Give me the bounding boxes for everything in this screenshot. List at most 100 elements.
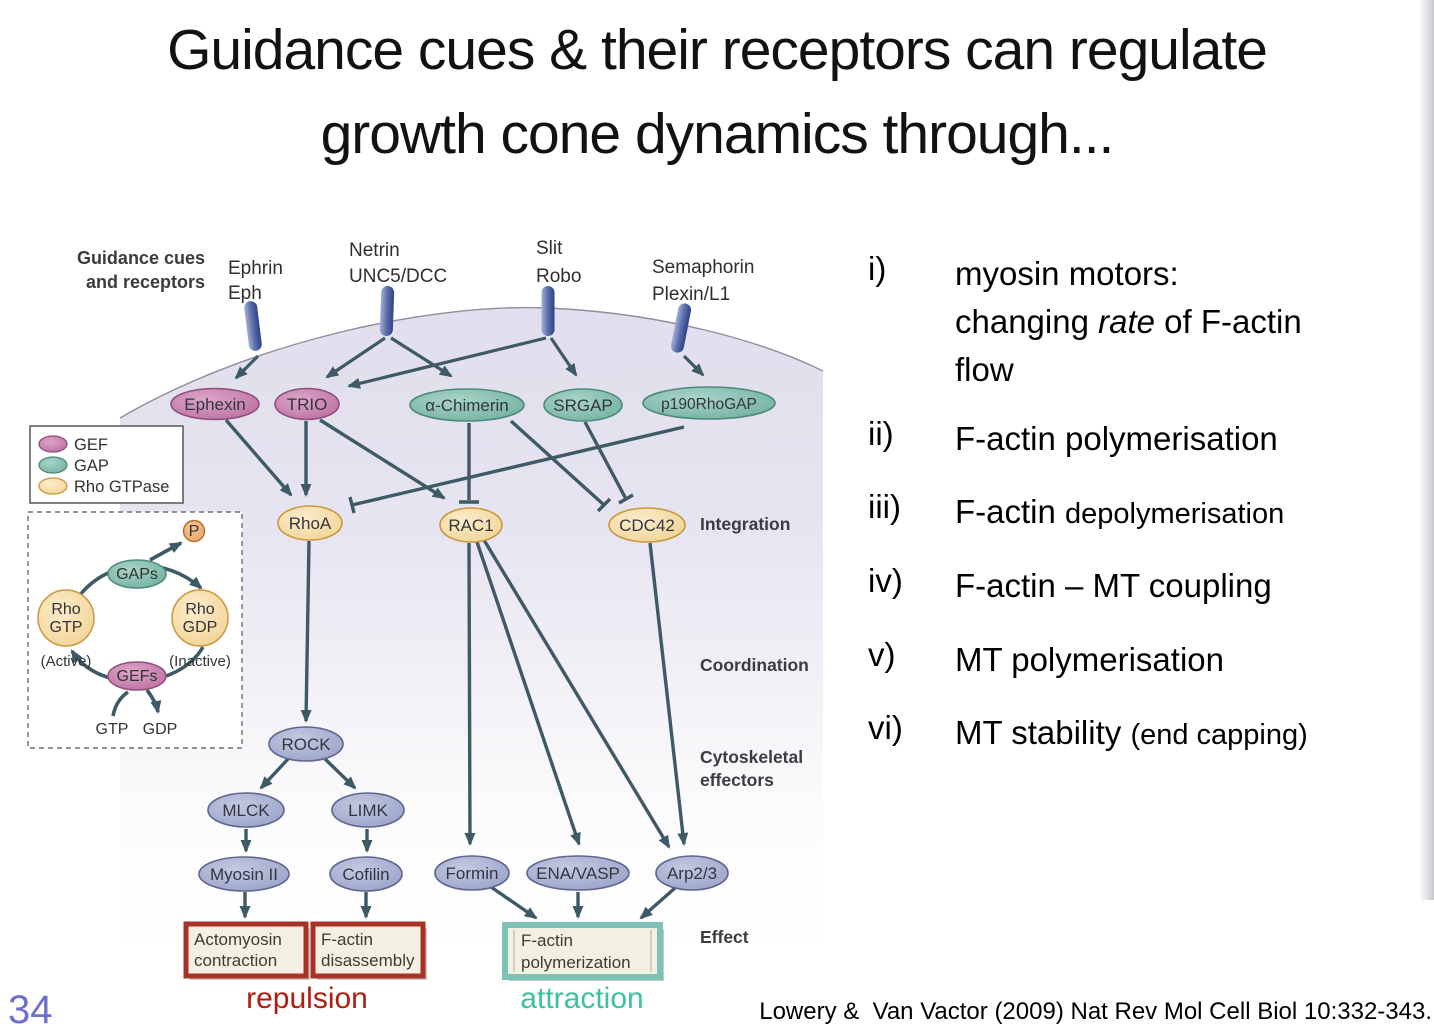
list-item-2: ii) F-actin polymerisation [868, 415, 1278, 463]
formin-ellipse [434, 855, 510, 891]
myosin-ellipse [198, 856, 290, 892]
trio-text: TRIO [287, 395, 328, 414]
inactive-label: (Inactive) [169, 653, 231, 670]
arrow-rhoa-rock [300, 540, 312, 723]
slit-receptor-icon [541, 286, 555, 336]
trio-ellipse [274, 387, 340, 421]
cytoskeletal-label-1: Cytoskeletal [700, 747, 803, 767]
arrow-sema-p190 [682, 354, 705, 377]
node-myosin: Myosin II [198, 856, 290, 892]
gtp-label: GTP [96, 721, 129, 738]
srgap-ellipse [543, 388, 623, 422]
cycle-gdp-out [145, 688, 162, 714]
repulsion-box-1 [183, 921, 309, 979]
edges-receptors [234, 336, 705, 389]
arrow-rock-mlck [259, 757, 290, 790]
legend-rho-icon [38, 477, 68, 495]
tbar-srgap-cdc42 [618, 493, 634, 505]
mlck-ellipse [207, 792, 285, 828]
tbar-achimerin-cdc42 [596, 497, 612, 513]
list-item-2-text: F-actin polymerisation [955, 420, 1278, 457]
guidance-cues-label-2: and receptors [86, 272, 205, 292]
item1-line2-pre: changing [955, 302, 1099, 340]
arrow-rock-limk [323, 757, 357, 790]
item1-line1: myosin motors: [955, 255, 1179, 292]
limk-ellipse [331, 792, 405, 828]
box2-text-2: disassembly [321, 951, 415, 970]
edges-to-gtpases [224, 418, 685, 514]
edges-from-gtpases [239, 539, 689, 920]
phosphate-icon [182, 519, 206, 543]
node-trio: TRIO [274, 387, 340, 421]
plexin-label: Plexin/L1 [652, 284, 730, 305]
legend-gef-label: GEF [74, 436, 108, 454]
arp23-text: Arp2/3 [667, 864, 717, 883]
netrin-label: Netrin [349, 240, 400, 261]
list-item-1-num: i) [868, 250, 887, 287]
arrow-slit-srgap [549, 337, 578, 377]
rho-gdp-circle [171, 589, 229, 647]
list-item-5-num: v) [868, 636, 896, 673]
line-achimerin-cdc42 [509, 419, 606, 507]
arrow-rac1-formin [464, 542, 476, 846]
node-ephexin: Ephexin [170, 387, 260, 421]
arrow-formin-box3 [490, 885, 538, 920]
ephrin-label: Ephrin [228, 258, 283, 279]
item6-small: (end capping) [1130, 719, 1308, 751]
attraction-label: attraction [520, 982, 644, 1015]
box2-text-1: F-actin [321, 930, 373, 949]
list-item-4-num: iv) [868, 562, 903, 599]
cdc42-text: CDC42 [619, 516, 675, 535]
cycle-gtp-in [111, 690, 130, 717]
gefs-ellipse [107, 661, 167, 691]
list-item-6: vi) MT stability (end capping) [868, 709, 1308, 757]
coordination-label: Coordination [700, 655, 809, 675]
list-item-3-num: iii) [868, 488, 901, 525]
arrow-arp23-box3 [639, 886, 677, 920]
cdc42-ellipse [608, 507, 686, 543]
node-achimerin: α-Chimerin [409, 388, 525, 422]
list-item-1-text: myosin motors: changing rate of F-actin … [955, 250, 1302, 394]
legend-rho-label: Rho GTPase [74, 478, 169, 496]
item1-line2-post: of F-actin [1155, 302, 1302, 340]
cell-membrane-line [119, 306, 824, 419]
node-p190rhogap: p190RhoGAP [642, 386, 776, 420]
arrow-ephexin-rhoa [224, 418, 293, 497]
node-enavasp: ENA/VASP [526, 855, 630, 891]
node-rac1: RAC1 [439, 507, 503, 543]
myosin-text: Myosin II [210, 865, 278, 884]
integration-label: Integration [700, 514, 790, 534]
cofilin-text: Cofilin [342, 865, 389, 884]
list-item-3: iii) F-actin depolymerisation [868, 488, 1284, 536]
item1-line3: flow [955, 350, 1014, 388]
box3-text-1: F-actin [521, 931, 573, 950]
ephexin-text: Ephexin [184, 395, 245, 414]
title-line-2: growth cone dynamics through... [320, 102, 1115, 167]
node-mlck: MLCK [207, 792, 285, 828]
cue-labels: Guidance cues and receptors Ephrin Eph N… [77, 238, 755, 305]
active-label: (Active) [41, 653, 92, 670]
node-formin: Formin [434, 855, 510, 891]
node-srgap: SRGAP [543, 388, 623, 422]
list-item-4: iv) F-actin – MT coupling [868, 562, 1272, 610]
title-line-1: Guidance cues & their receptors can regu… [167, 18, 1268, 82]
cell-membrane-fill [120, 307, 823, 960]
p190-ellipse [642, 386, 776, 420]
rho-gtp-text-1: Rho [51, 601, 80, 618]
item1-line2-em: rate [1098, 302, 1155, 340]
node-rhoa: RhoA [277, 505, 343, 541]
line-p190-rhoa [351, 425, 685, 507]
phosphate-text: P [189, 523, 200, 540]
eph-label: Eph [228, 283, 262, 304]
achimerin-text: α-Chimerin [425, 396, 509, 415]
list-item-4-text: F-actin – MT coupling [955, 567, 1272, 604]
list-item-3-text: F-actin depolymerisation [955, 488, 1284, 536]
enavasp-ellipse [526, 855, 630, 891]
slit-label: Slit [536, 238, 563, 259]
formin-text: Formin [446, 864, 499, 883]
rho-gdp-text-1: Rho [185, 601, 214, 618]
line-srgap-cdc42 [583, 421, 628, 500]
item3-pre: F-actin [955, 493, 1066, 530]
slide-edge-shadow [1419, 0, 1434, 900]
